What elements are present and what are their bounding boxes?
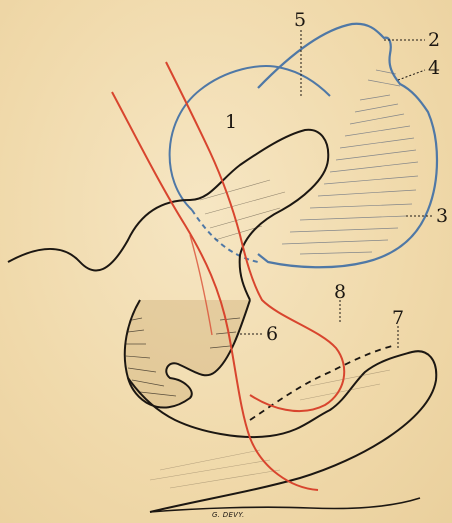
label-6: 6 bbox=[266, 323, 278, 345]
hatching-right bbox=[282, 70, 418, 254]
label-3: 3 bbox=[436, 205, 448, 227]
black-outline-left bbox=[8, 130, 328, 300]
blue-circle-solid bbox=[170, 66, 330, 210]
label-1: 1 bbox=[225, 111, 237, 133]
label-2: 2 bbox=[428, 29, 440, 51]
black-outline-lower bbox=[128, 351, 436, 512]
artist-signature: G. DEVY. bbox=[212, 511, 244, 519]
black-hook-structure bbox=[125, 300, 250, 408]
bottom-baseline bbox=[150, 498, 420, 512]
blue-outline-structure bbox=[258, 24, 437, 268]
label-4: 4 bbox=[428, 57, 440, 79]
label-5: 5 bbox=[294, 9, 306, 31]
label-7: 7 bbox=[392, 307, 404, 329]
label-8: 8 bbox=[334, 281, 346, 303]
black-dashed-segment bbox=[250, 346, 392, 420]
red-line-outer bbox=[112, 92, 318, 490]
